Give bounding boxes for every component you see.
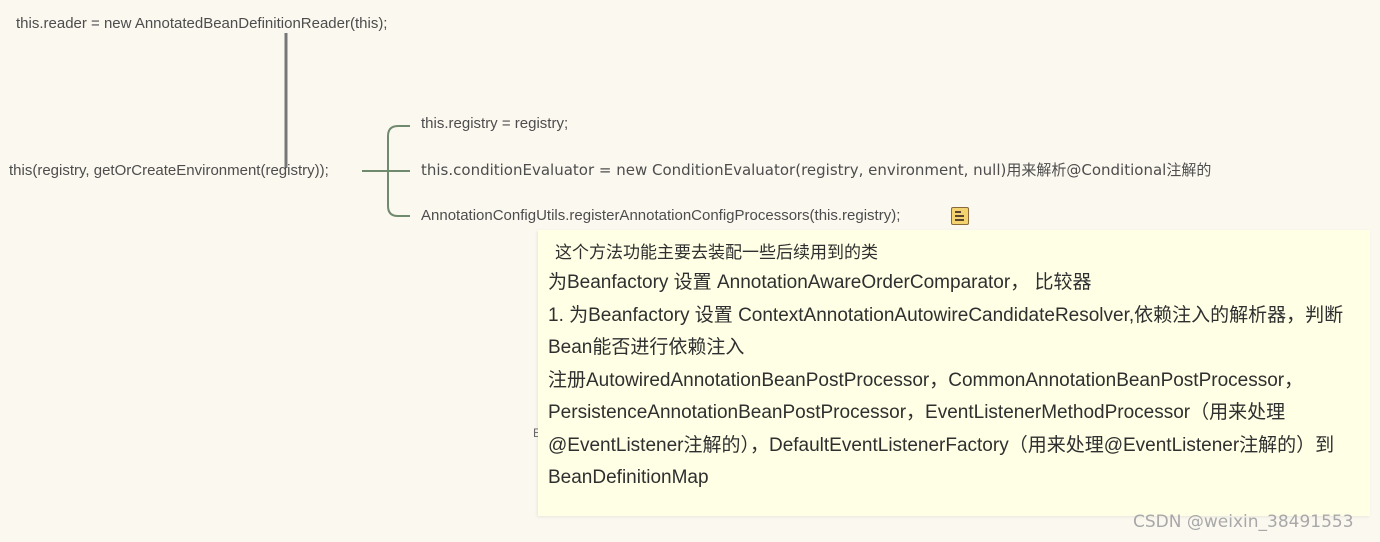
reader-node[interactable]: this.reader = new AnnotatedBeanDefinitio… xyxy=(16,15,388,32)
note-line: 1. 为Beanfactory 设置 ContextAnnotationAuto… xyxy=(548,304,1344,359)
note-icon[interactable] xyxy=(951,207,969,225)
child-node-registry[interactable]: this.registry = registry; xyxy=(421,115,569,132)
note-icon-line xyxy=(955,215,964,217)
stray-char: E xyxy=(533,426,542,440)
root-node[interactable]: this(registry, getOrCreateEnvironment(re… xyxy=(9,162,329,179)
note-line: 为Beanfactory 设置 AnnotationAwareOrderComp… xyxy=(548,272,1092,293)
note-icon-line xyxy=(955,219,964,221)
note-line: 这个方法功能主要去装配一些后续用到的类 xyxy=(555,243,878,262)
note-icon-line xyxy=(955,211,961,213)
branch-bracket xyxy=(387,125,410,217)
watermark: CSDN @weixin_38491553 xyxy=(1133,512,1354,532)
child-node-condition-evaluator[interactable]: this.conditionEvaluator = new ConditionE… xyxy=(421,161,1212,179)
note-popup: 这个方法功能主要去装配一些后续用到的类 为Beanfactory 设置 Anno… xyxy=(538,230,1370,516)
note-line: 注册AutowiredAnnotationBeanPostProcessor，C… xyxy=(548,369,1335,489)
child-node-annotation-config-utils[interactable]: AnnotationConfigUtils.registerAnnotation… xyxy=(421,207,901,224)
